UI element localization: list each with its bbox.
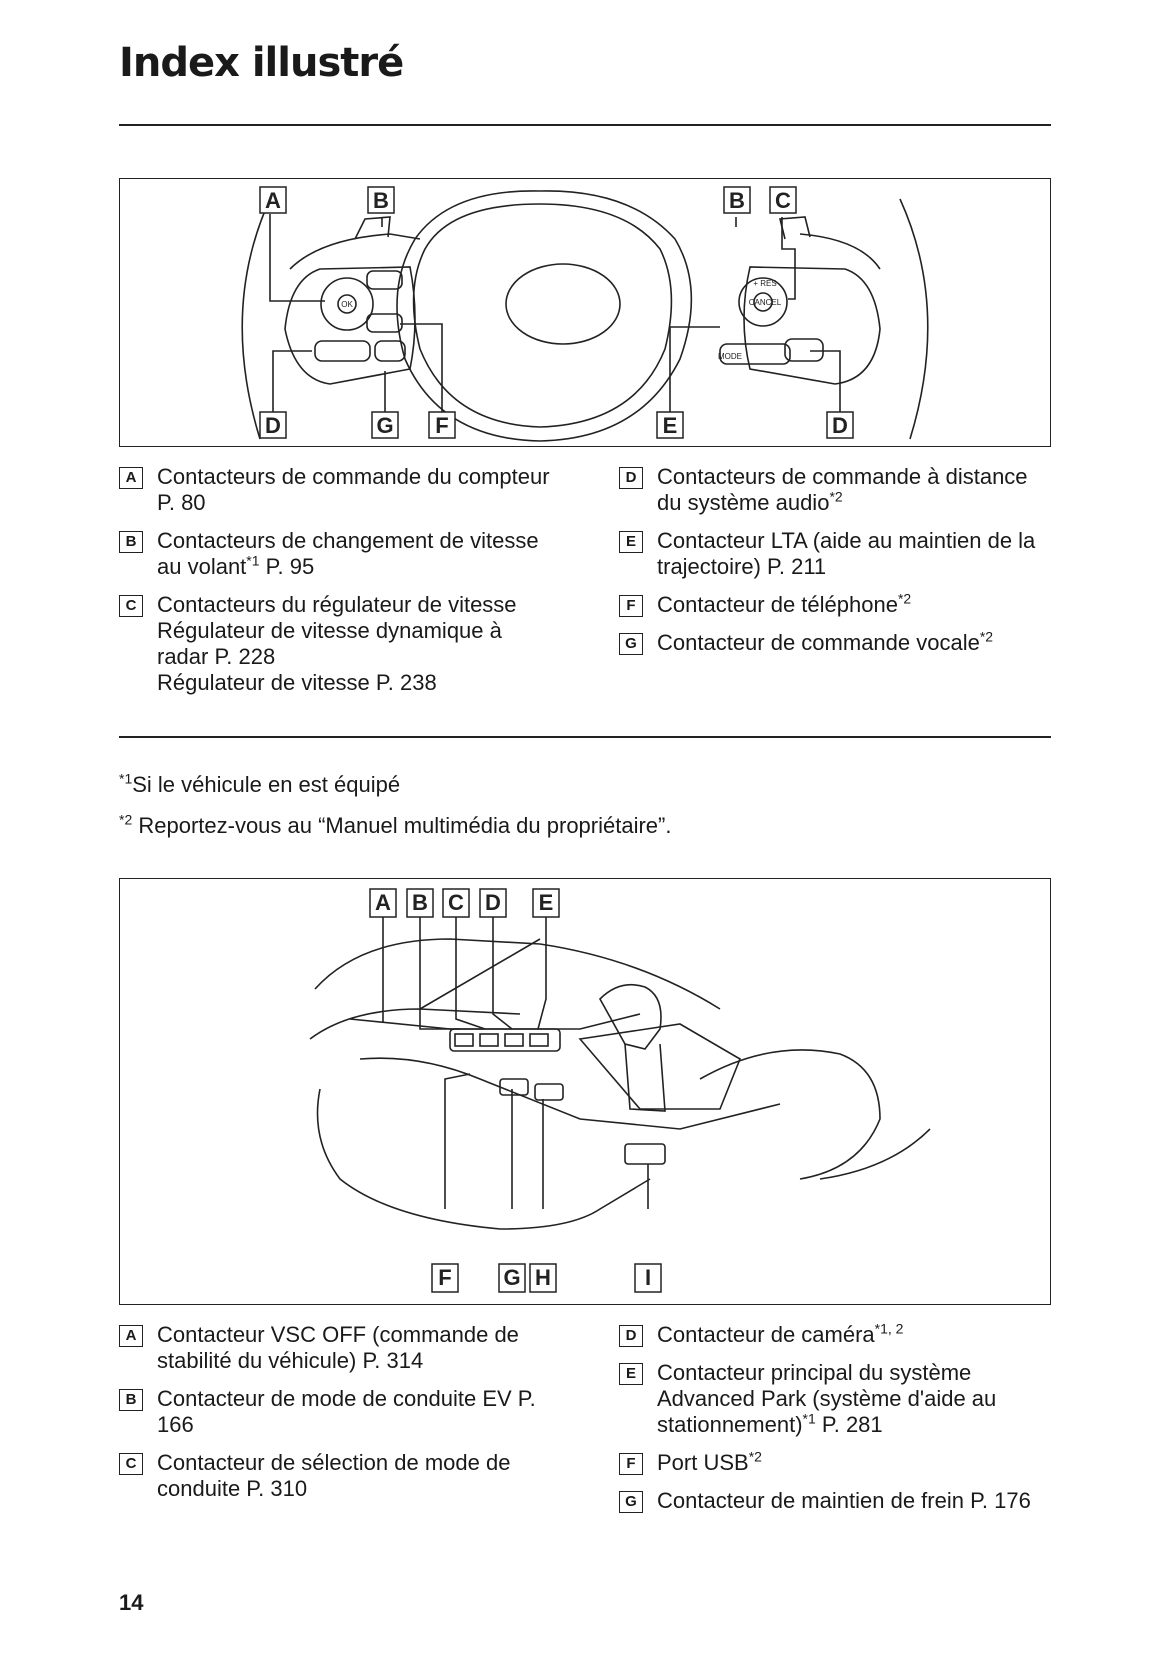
callout-e: E bbox=[532, 888, 560, 918]
legend-item-a: A Contacteurs de commande du compteur P.… bbox=[119, 464, 559, 516]
callout-i: I bbox=[634, 1263, 662, 1293]
svg-text:C: C bbox=[775, 188, 791, 213]
center-console-figure: A B C D E F G H I bbox=[119, 878, 1051, 1305]
callout-c: C bbox=[769, 186, 797, 214]
callout-g: G bbox=[371, 411, 399, 439]
legend2-item-g: G Contacteur de maintien de frein P. 176 bbox=[619, 1488, 1051, 1514]
svg-text:D: D bbox=[832, 413, 848, 438]
legend2-left: A Contacteur VSC OFF (commande de stabil… bbox=[119, 1322, 559, 1514]
legend-item-d: D Contacteurs de commande à distance du … bbox=[619, 464, 1051, 516]
svg-text:F: F bbox=[438, 1265, 451, 1290]
legend2-item-f: F Port USB*2 bbox=[619, 1450, 1051, 1476]
res-button-label: + RES bbox=[753, 279, 776, 288]
svg-text:E: E bbox=[539, 890, 554, 915]
legend2-item-a: A Contacteur VSC OFF (commande de stabil… bbox=[119, 1322, 559, 1374]
svg-text:F: F bbox=[435, 413, 448, 438]
callout-b-left: B bbox=[367, 186, 395, 214]
svg-text:G: G bbox=[503, 1265, 520, 1290]
legend-item-e: E Contacteur LTA (aide au maintien de la… bbox=[619, 528, 1051, 580]
svg-text:B: B bbox=[373, 188, 389, 213]
legend-item-c: C Contacteurs du régulateur de vitesse R… bbox=[119, 592, 559, 696]
svg-text:D: D bbox=[265, 413, 281, 438]
callout-g: G bbox=[498, 1263, 526, 1293]
svg-text:A: A bbox=[265, 188, 281, 213]
legend-item-f: F Contacteur de téléphone*2 bbox=[619, 592, 1051, 618]
legend1-right: D Contacteurs de commande à distance du … bbox=[619, 464, 1051, 668]
svg-text:D: D bbox=[485, 890, 501, 915]
callout-f: F bbox=[431, 1263, 459, 1293]
center-console-illustration: A B C D E F G H I bbox=[309, 888, 931, 1293]
svg-text:A: A bbox=[375, 890, 391, 915]
svg-text:I: I bbox=[645, 1265, 651, 1290]
legend-item-g: G Contacteur de commande vocale*2 bbox=[619, 630, 1051, 656]
legend2-item-b: B Contacteur de mode de conduite EV P. 1… bbox=[119, 1386, 559, 1438]
svg-text:C: C bbox=[448, 890, 464, 915]
callout-d-right: D bbox=[826, 411, 854, 439]
svg-text:B: B bbox=[412, 890, 428, 915]
ok-button-label: OK bbox=[341, 300, 353, 309]
callout-a: A bbox=[369, 888, 397, 918]
callout-h: H bbox=[529, 1263, 557, 1293]
callout-e: E bbox=[656, 411, 684, 439]
legend2-right: D Contacteur de caméra*1, 2 E Contacteur… bbox=[619, 1322, 1051, 1526]
svg-text:H: H bbox=[535, 1265, 551, 1290]
steering-wheel-figure: OK + RES CANCEL MODE A B B C D G F E D bbox=[119, 178, 1051, 447]
callout-f: F bbox=[428, 411, 456, 439]
callout-d-left: D bbox=[259, 411, 287, 439]
footnote-2: *2 Reportez-vous au “Manuel multimédia d… bbox=[119, 811, 672, 838]
svg-text:G: G bbox=[376, 413, 393, 438]
legend1-left: A Contacteurs de commande du compteur P.… bbox=[119, 464, 559, 708]
mode-button-label: MODE bbox=[718, 352, 742, 361]
callout-b: B bbox=[406, 888, 434, 918]
svg-text:E: E bbox=[663, 413, 678, 438]
steering-wheel-illustration: OK + RES CANCEL MODE A B B C D G F E D bbox=[241, 186, 929, 442]
callout-a: A bbox=[259, 186, 287, 214]
callout-c: C bbox=[442, 888, 470, 918]
legend-item-b: B Contacteurs de changement de vitesse a… bbox=[119, 528, 559, 580]
page-number: 14 bbox=[119, 1590, 144, 1615]
svg-text:B: B bbox=[729, 188, 745, 213]
legend2-item-d: D Contacteur de caméra*1, 2 bbox=[619, 1322, 1051, 1348]
title-divider bbox=[119, 124, 1051, 126]
legend2-item-c: C Contacteur de sélection de mode de con… bbox=[119, 1450, 559, 1502]
page-title: Index illustré bbox=[119, 40, 404, 86]
footnote-1: *1Si le véhicule en est équipé bbox=[119, 770, 401, 797]
legend2-item-e: E Contacteur principal du système Advanc… bbox=[619, 1360, 1051, 1438]
cancel-button-label: CANCEL bbox=[749, 298, 782, 307]
callout-d: D bbox=[479, 888, 507, 918]
legend-divider bbox=[119, 736, 1051, 738]
callout-b-right: B bbox=[723, 186, 751, 214]
